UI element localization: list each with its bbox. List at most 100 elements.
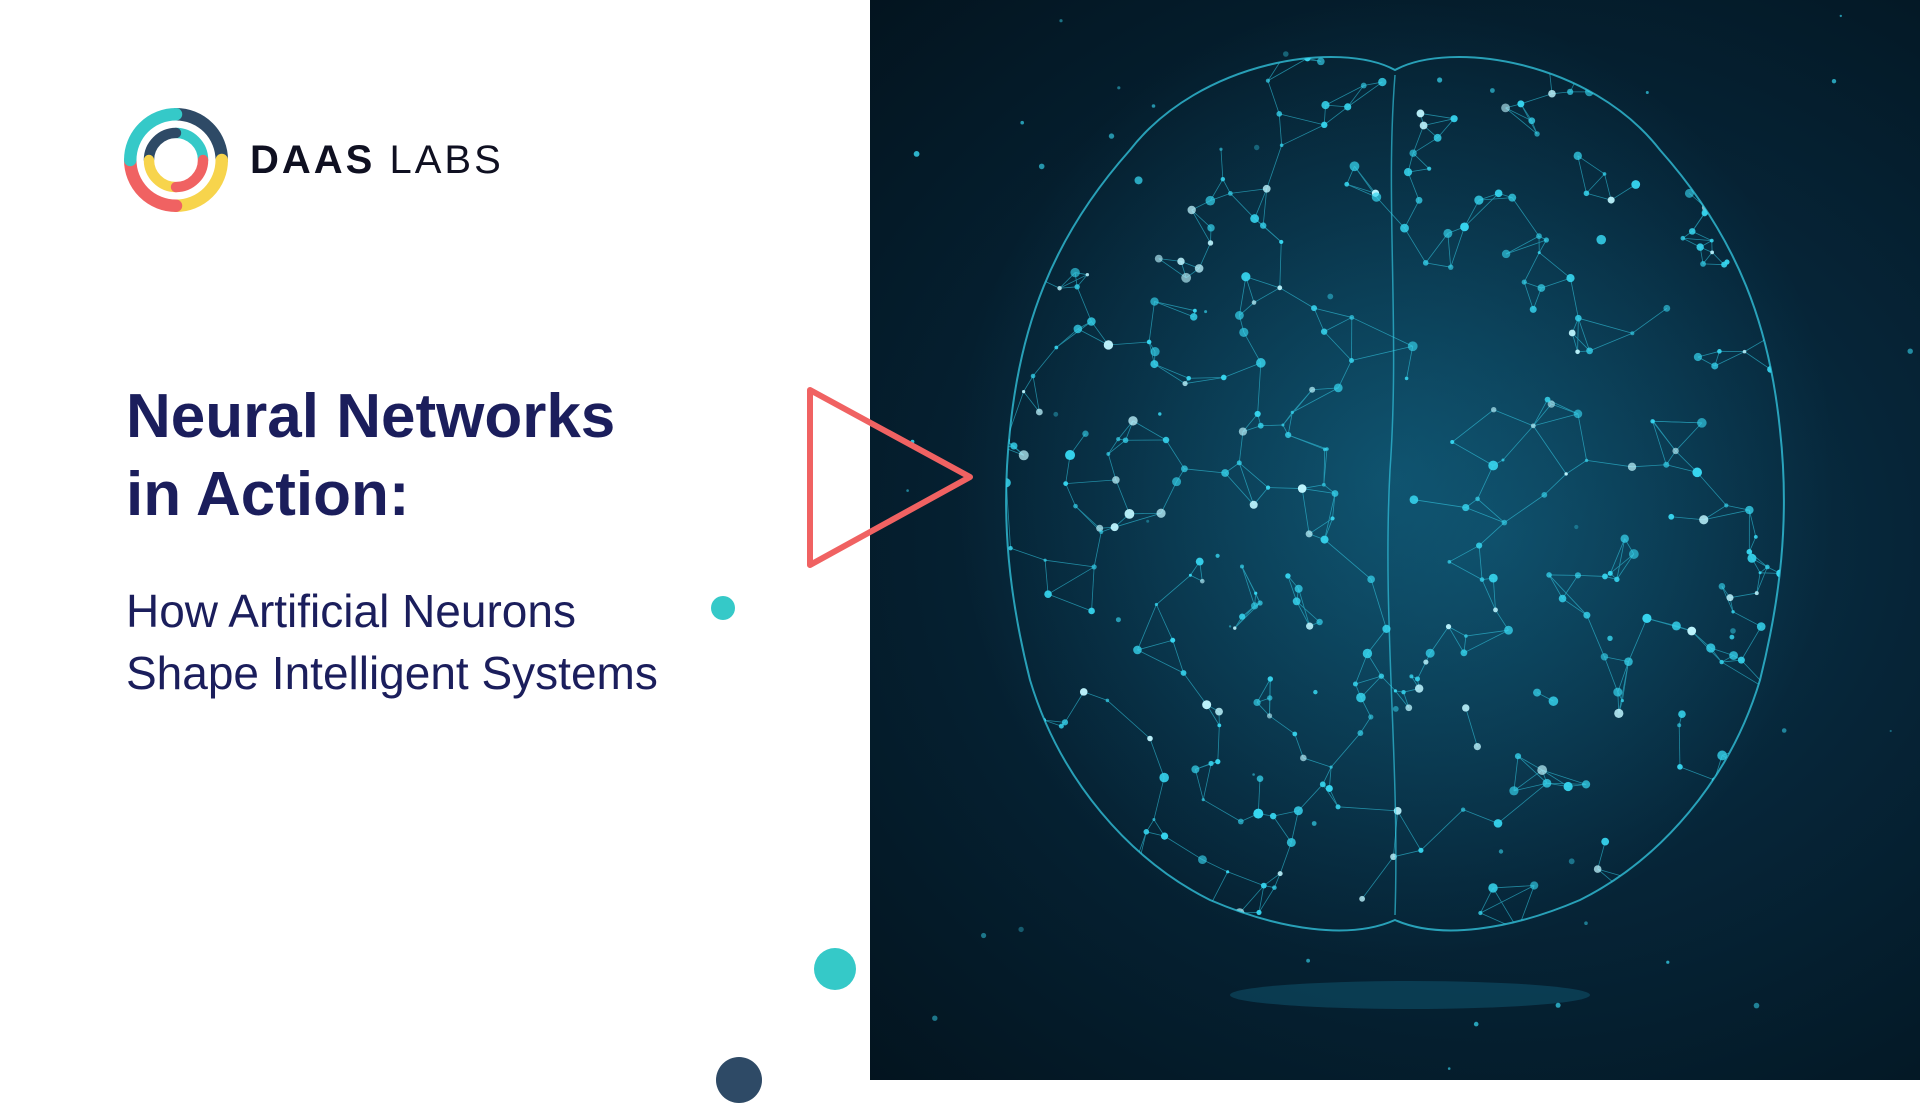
background-star [1059,19,1062,22]
background-star [1730,635,1735,640]
network-node [1106,452,1110,456]
network-node [1415,676,1420,681]
network-node [1689,228,1696,235]
network-node [1161,833,1168,840]
network-node [1534,131,1539,136]
network-node [1509,786,1518,795]
subheadline-line-2: Shape Intelligent Systems [126,642,826,704]
network-node [1050,862,1058,870]
network-node [1723,885,1729,891]
network-edge [1024,905,1043,922]
network-node [1582,780,1590,788]
network-edge [1135,879,1160,923]
background-star [1646,91,1649,94]
network-node [1235,311,1244,320]
play-icon[interactable] [800,385,980,575]
network-node [1313,690,1317,694]
network-node [1287,838,1296,847]
network-node [1765,565,1770,570]
network-node [1692,468,1702,478]
network-node [1757,622,1766,631]
network-node [1699,931,1702,934]
network-edge [1727,838,1752,867]
network-node [1734,938,1744,948]
network-node [1603,172,1607,176]
network-edge [1009,91,1051,96]
network-node [1537,284,1545,292]
network-node [1719,583,1726,590]
background-star [1254,145,1259,150]
network-node [1569,330,1576,337]
network-node [1501,103,1510,112]
network-node [1537,765,1547,775]
network-node [1228,191,1233,196]
network-edge [1054,866,1072,867]
network-node [1163,437,1169,443]
network-node [1021,902,1028,909]
network-node [1278,871,1283,876]
network-node [1601,838,1609,846]
network-node [1193,309,1197,313]
network-edge [1677,92,1704,105]
network-node [1446,624,1451,629]
background-star [1039,164,1045,170]
network-node [1350,161,1360,171]
network-node [1321,536,1329,544]
network-node [1276,111,1282,117]
network-node [1718,125,1722,129]
network-node [1295,585,1303,593]
network-node [1575,572,1581,578]
network-node [1306,623,1313,630]
network-edge [1735,867,1752,892]
network-node [1677,764,1683,770]
network-node [1196,558,1204,566]
network-node [1426,649,1435,658]
network-node [1344,103,1351,110]
network-node [1206,196,1216,206]
network-node [1126,877,1133,884]
network-node [1706,643,1715,652]
network-node [1368,714,1373,719]
network-node [1052,89,1058,95]
network-node [1221,469,1229,477]
network-node [1602,574,1608,580]
network-node [1150,360,1158,368]
network-node [1326,785,1333,792]
decorative-dot-small [711,596,735,620]
network-node [1461,649,1468,656]
network-node [1574,410,1583,419]
network-node [1538,251,1541,254]
network-node [1300,755,1307,762]
network-node [1720,148,1723,151]
network-node [1608,197,1615,204]
network-node [1099,530,1103,534]
network-edge [1650,60,1677,91]
network-node [1613,688,1622,697]
network-edge [1727,838,1729,848]
background-star [1306,959,1310,963]
network-node [1277,285,1282,290]
network-node [1344,182,1349,187]
network-edge [1704,81,1706,104]
network-node [1116,437,1120,441]
network-node [1065,450,1075,460]
network-edge [1726,888,1735,892]
neural-brain-illustration-icon [870,0,1920,1080]
network-edge [1706,81,1749,82]
network-node [1070,268,1079,277]
network-edge [1720,127,1721,149]
network-node [1353,682,1358,687]
network-node [1263,185,1271,193]
network-node [1182,381,1187,386]
background-star [1312,821,1317,826]
network-node [1316,619,1322,625]
network-node [1190,313,1197,320]
network-node [1253,699,1260,706]
brand-logo[interactable]: DAAS LABS [124,108,504,212]
network-node [1464,634,1468,638]
network-edge [1677,81,1706,92]
network-node [1745,79,1751,85]
network-node [1080,688,1088,696]
network-node [1696,243,1703,250]
network-node [998,139,1005,146]
